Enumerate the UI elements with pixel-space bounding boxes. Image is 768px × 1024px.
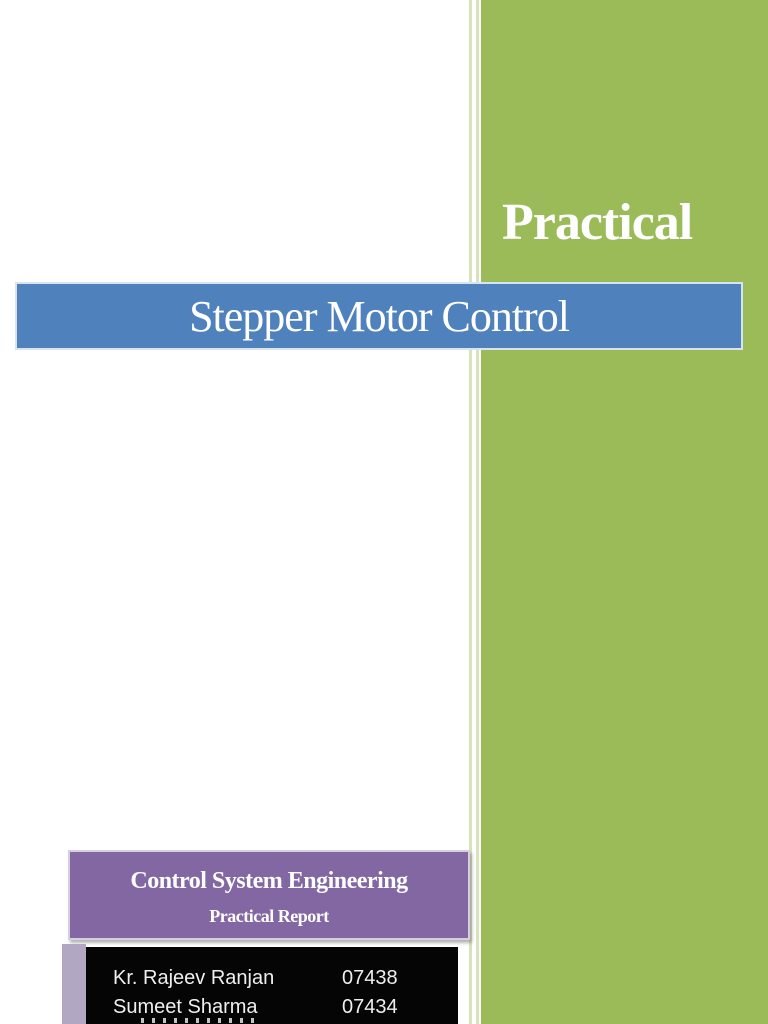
author-row: Sumeet Sharma 07434 [113,993,458,1022]
document-title: Stepper Motor Control [189,291,570,341]
course-box: Control System Engineering Practical Rep… [68,850,470,940]
course-subtitle: Practical Report [209,905,329,926]
author-roll-number: 07434 [342,996,398,1018]
course-name: Control System Engineering [130,868,408,894]
title-banner: Stepper Motor Control [15,282,743,350]
vertical-pinstripe [469,0,472,1024]
clipped-text-fragments [141,1018,259,1023]
vertical-pinstripe [476,0,479,1024]
accent-strip [62,944,86,1024]
author-row: Kr. Rajeev Ranjan 07438 [113,964,458,993]
author-name: Sumeet Sharma [113,996,258,1018]
authors-box: Kr. Rajeev Ranjan 07438 Sumeet Sharma 07… [86,947,458,1024]
author-roll-number: 07438 [342,967,398,989]
cover-eyebrow-text: Practical [502,194,693,251]
author-name: Kr. Rajeev Ranjan [113,967,275,989]
green-side-band [481,0,768,1024]
